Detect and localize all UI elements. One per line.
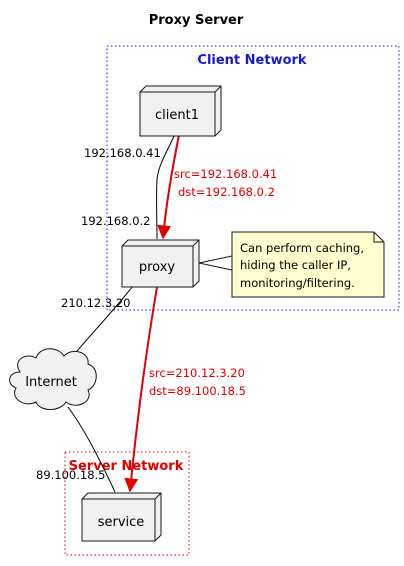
note-line-2: hiding the caller IP,	[240, 258, 351, 272]
server-network-zone: Server Network	[64, 451, 190, 556]
link-internet-service	[67, 406, 116, 493]
ip-proxy-outer: 210.12.3.20	[61, 296, 131, 310]
server-network-border	[64, 451, 190, 556]
client-network-label: Client Network	[197, 53, 307, 68]
note-line-1: Can perform caching,	[240, 241, 364, 255]
client1-box	[139, 85, 222, 137]
flow2-dst-label: dst=89.100.18.5	[149, 384, 246, 398]
note-connector	[198, 255, 233, 264]
proxy-label: proxy	[139, 260, 176, 275]
service-box	[81, 492, 162, 542]
note-box	[231, 231, 385, 298]
flow2-src-label: src=210.12.3.20	[149, 366, 245, 380]
ip-service: 89.100.18.5	[36, 468, 106, 482]
node-service: service	[81, 492, 162, 542]
note-fold-icon	[373, 232, 384, 243]
server-network-label: Server Network	[69, 459, 184, 474]
link-client1-proxy	[156, 133, 176, 240]
node-proxy: proxy	[121, 239, 200, 288]
client-network-zone: Client Network	[106, 45, 400, 311]
client-network-border	[106, 45, 400, 311]
ip-proxy-inner: 192.168.0.2	[81, 214, 151, 228]
ip-client1: 192.168.0.41	[84, 146, 161, 160]
service-label: service	[98, 515, 145, 530]
proxy-box	[121, 239, 200, 288]
internet-cloud-icon	[9, 348, 97, 410]
diagram-title: Proxy Server	[149, 13, 244, 28]
node-client1: client1	[139, 85, 222, 137]
note-line-3: monitoring/filtering.	[240, 276, 355, 290]
client1-label: client1	[155, 108, 199, 123]
proxy-note: Can perform caching, hiding the caller I…	[198, 231, 385, 298]
flow-client-to-proxy	[157, 134, 180, 240]
flow-proxy-to-service	[124, 286, 158, 493]
flow1-src-label: src=192.168.0.41	[174, 167, 277, 181]
internet-label: Internet	[25, 375, 77, 390]
flow1-dst-label: dst=192.168.0.2	[178, 185, 275, 199]
node-internet: Internet	[9, 348, 97, 410]
link-proxy-internet	[72, 285, 134, 357]
